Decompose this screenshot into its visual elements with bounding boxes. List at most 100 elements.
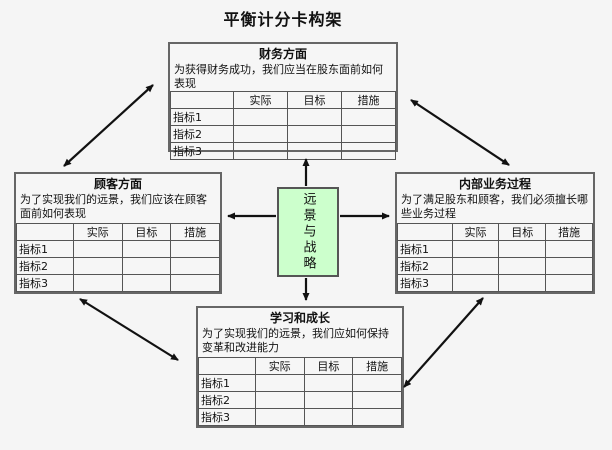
metric-cell [451, 274, 500, 292]
table-header-row: 实际 目标 措施 [397, 223, 593, 241]
metric-cell [287, 125, 342, 143]
panel-learning-title: 学习和成长 [269, 311, 330, 325]
metric-cell [352, 374, 402, 392]
metric-cell [498, 240, 547, 258]
column-header-target: 目标 [498, 223, 547, 241]
table-row: 指标1 [397, 240, 593, 258]
column-header-measure: 措施 [341, 91, 396, 109]
panel-learning-table: 实际 目标 措施 指标1 指标2 指标3 [198, 357, 402, 426]
vision-strategy-box: 远景与战略 [277, 187, 339, 277]
metric-cell [545, 240, 593, 258]
arrow-customer-learning [79, 298, 179, 361]
metric-cell [545, 257, 593, 275]
metric-cell [170, 240, 220, 258]
column-header-actual: 实际 [233, 91, 288, 109]
column-header-actual: 实际 [451, 223, 500, 241]
panel-internal-title: 内部业务过程 [458, 177, 531, 191]
table-row: 指标2 [198, 391, 402, 409]
panel-customer-description: 为了实现我们的远景，我们应该在顾客面前如何表现 [20, 193, 207, 220]
panel-financial-description: 为获得财务成功，我们应当在股东面前如何表现 [174, 63, 383, 90]
metric-cell [287, 142, 342, 160]
metric-cell [121, 240, 172, 258]
table-row: 指标1 [170, 108, 396, 126]
row-label: 指标2 [170, 125, 234, 143]
metric-cell [451, 257, 500, 275]
panel-financial-title: 财务方面 [258, 47, 307, 61]
row-label: 指标2 [397, 257, 453, 275]
table-row: 指标1 [16, 240, 220, 258]
column-header-actual: 实际 [72, 223, 123, 241]
metric-cell [498, 257, 547, 275]
table-header-row: 实际 目标 措施 [170, 91, 396, 109]
metric-cell [254, 391, 305, 409]
panel-customer-title: 顾客方面 [93, 177, 142, 191]
metric-cell [233, 108, 288, 126]
row-label: 指标1 [16, 240, 74, 258]
row-label: 指标3 [198, 408, 256, 426]
panel-customer: 顾客方面 为了实现我们的远景，我们应该在顾客面前如何表现 实际 目标 措施 指标… [14, 172, 222, 294]
panel-learning-growth: 学习和成长 为了实现我们的远景，我们应如何保持变革和改进能力 实际 目标 措施 … [196, 306, 404, 428]
metric-cell [341, 125, 396, 143]
page-title: 平衡计分卡构架 [223, 10, 343, 29]
panel-financial: 财务方面 为获得财务成功，我们应当在股东面前如何表现 实际 目标 措施 指标1 … [168, 42, 398, 160]
panel-customer-table: 实际 目标 措施 指标1 指标2 指标3 [16, 223, 220, 292]
table-row: 指标2 [16, 257, 220, 275]
vision-strategy-label: 远景与战略 [300, 192, 316, 272]
row-label: 指标3 [170, 142, 234, 160]
column-header-actual: 实际 [254, 357, 305, 375]
metric-cell [352, 408, 402, 426]
table-row: 指标3 [397, 274, 593, 292]
metric-cell [170, 274, 220, 292]
panel-learning-description: 为了实现我们的远景，我们应如何保持变革和改进能力 [202, 327, 389, 354]
table-row: 指标2 [397, 257, 593, 275]
metric-cell [545, 274, 593, 292]
metric-cell [341, 108, 396, 126]
metric-cell [352, 391, 402, 409]
arrow-financial-internal [410, 99, 510, 166]
panel-financial-table: 实际 目标 措施 指标1 指标2 指标3 [170, 91, 396, 160]
metric-cell [303, 374, 354, 392]
row-label: 指标1 [397, 240, 453, 258]
panel-internal-description: 为了满足股东和顾客，我们必须擅长哪些业务过程 [401, 193, 588, 220]
column-header-measure: 措施 [170, 223, 220, 241]
metric-cell [121, 257, 172, 275]
metric-cell [72, 257, 123, 275]
table-row: 指标1 [198, 374, 402, 392]
metric-cell [254, 408, 305, 426]
metric-cell [498, 274, 547, 292]
row-label: 指标3 [397, 274, 453, 292]
metric-cell [233, 142, 288, 160]
metric-cell [303, 391, 354, 409]
table-row: 指标3 [170, 142, 396, 160]
row-label: 指标2 [16, 257, 74, 275]
panel-internal-table: 实际 目标 措施 指标1 指标2 指标3 [397, 223, 593, 292]
metric-cell [341, 142, 396, 160]
table-row: 指标2 [170, 125, 396, 143]
corner-cell [16, 223, 74, 241]
column-header-measure: 措施 [352, 357, 402, 375]
metric-cell [451, 240, 500, 258]
table-header-row: 实际 目标 措施 [16, 223, 220, 241]
column-header-target: 目标 [121, 223, 172, 241]
metric-cell [233, 125, 288, 143]
panel-internal-process: 内部业务过程 为了满足股东和顾客，我们必须擅长哪些业务过程 实际 目标 措施 指… [395, 172, 595, 294]
row-label: 指标1 [170, 108, 234, 126]
corner-cell [198, 357, 256, 375]
column-header-target: 目标 [303, 357, 354, 375]
row-label: 指标3 [16, 274, 74, 292]
metric-cell [303, 408, 354, 426]
table-row: 指标3 [16, 274, 220, 292]
corner-cell [170, 91, 234, 109]
metric-cell [254, 374, 305, 392]
metric-cell [72, 274, 123, 292]
column-header-target: 目标 [287, 91, 342, 109]
arrow-customer-financial [63, 84, 154, 167]
row-label: 指标1 [198, 374, 256, 392]
column-header-measure: 措施 [545, 223, 593, 241]
metric-cell [121, 274, 172, 292]
arrow-learning-internal [403, 297, 484, 388]
corner-cell [397, 223, 453, 241]
metric-cell [287, 108, 342, 126]
table-header-row: 实际 目标 措施 [198, 357, 402, 375]
